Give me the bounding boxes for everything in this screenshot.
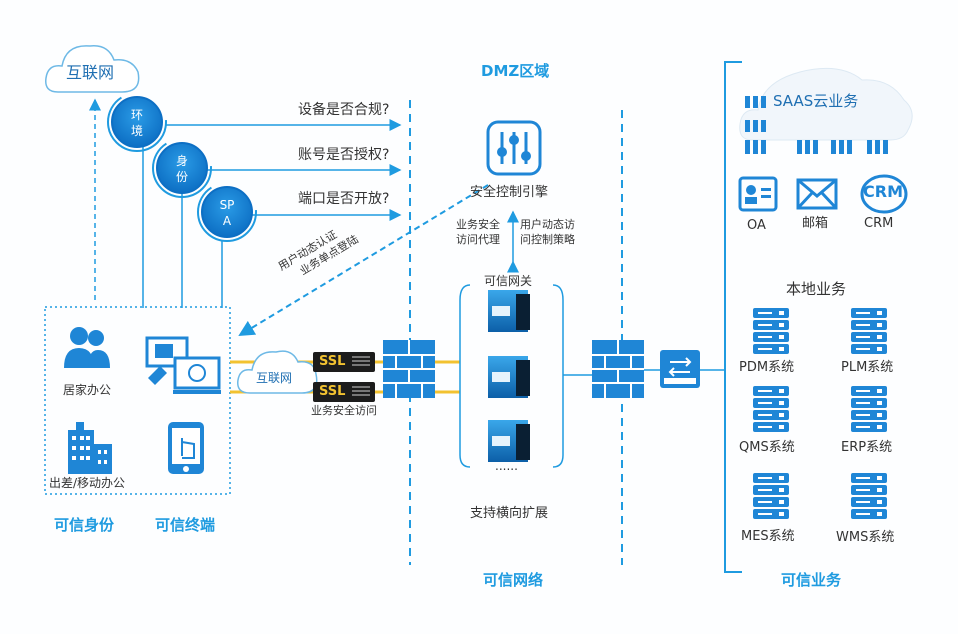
local-system-mes: MES系统: [741, 529, 795, 544]
question-port: 端口是否开放?: [298, 191, 390, 207]
question-account: 账号是否授权?: [298, 147, 390, 163]
local-system-erp: ERP系统: [841, 440, 893, 455]
gateway-cluster: [459, 284, 564, 468]
trusted-network-label: 可信网络: [483, 571, 544, 589]
proxy-label-line1: 业务安全: [456, 218, 500, 231]
ssl-badge-1: SSL: [319, 354, 346, 369]
travel-office-label: 出差/移动办公: [49, 476, 126, 490]
check-arrows: [165, 119, 402, 221]
policy-label-line2: 问控制策略: [520, 232, 575, 246]
local-system-qms: QMS系统: [739, 440, 795, 455]
check-circles: [107, 92, 257, 242]
ssl-badge-2: SSL: [319, 384, 346, 399]
crm-icon-text: CRM: [863, 182, 903, 201]
firewall-left: [383, 340, 435, 398]
user-box: [44, 306, 231, 495]
circle-spa: SP A: [213, 198, 241, 229]
local-title: 本地业务: [786, 280, 847, 298]
oa-icon: [738, 176, 778, 212]
business-bracket: [724, 61, 742, 573]
crm-icon: [860, 174, 908, 214]
saas-server-bars: [745, 96, 888, 154]
local-system-plm: PLM系统: [841, 360, 894, 375]
server-icon-plm: [851, 308, 887, 354]
proxy-label: 业务安全 访问代理: [456, 218, 500, 248]
trusted-terminal-label: 可信终端: [155, 516, 216, 534]
trusted-business-label: 可信业务: [781, 571, 842, 589]
home-office-label: 居家办公: [63, 383, 112, 397]
server-icon-erp: [851, 386, 887, 432]
gateway-more: ......: [495, 459, 518, 473]
internet-cloud-mid: [237, 350, 318, 394]
internet-top-label: 互联网: [66, 63, 115, 82]
circle-spa-line1: SP: [219, 198, 235, 212]
devices-icon: [145, 336, 223, 399]
local-system-pdm: PDM系统: [739, 360, 795, 375]
proxy-label-line2: 访问代理: [456, 232, 500, 246]
saas-title: SAAS云业务: [773, 92, 859, 110]
secure-access-label: 业务安全访问: [311, 404, 377, 417]
zone-dividers: [409, 100, 623, 565]
firewall-right: [592, 340, 644, 398]
circle-environment: 环 境: [125, 108, 149, 139]
dmz-title: DMZ区域: [481, 62, 550, 80]
question-device: 设备是否合规?: [298, 102, 390, 118]
circle-environment-line2: 境: [130, 123, 143, 138]
circle-environment-line1: 环: [130, 108, 143, 122]
policy-label-line1: 用户动态访: [520, 218, 575, 231]
saas-app-oa: OA: [747, 218, 766, 233]
server-icon-qms: [753, 386, 789, 432]
server-icon-mes: [753, 473, 789, 519]
switch-icon: [660, 350, 700, 388]
gateway-devices: [488, 290, 530, 462]
circle-identity-line1: 身: [175, 154, 188, 168]
engine-label: 安全控制引擎: [470, 185, 549, 200]
server-icon-pdm: [753, 308, 789, 354]
circle-identity: 身 份: [170, 154, 194, 185]
circle-spa-line2: A: [222, 213, 232, 228]
building-icon: [66, 420, 114, 477]
scale-label: 支持横向扩展: [470, 506, 549, 521]
saas-app-crm: CRM: [864, 216, 894, 231]
saas-app-mail: 邮箱: [802, 216, 829, 231]
internet-cloud-top: [45, 45, 140, 93]
phone-icon: [166, 420, 206, 479]
policy-label: 用户动态访 问控制策略: [520, 218, 575, 248]
backend-links: [563, 369, 725, 376]
internet-mid-label: 互联网: [256, 371, 293, 385]
circle-connectors: [142, 145, 223, 308]
control-engine-icon: [486, 120, 542, 176]
auth-dashed-arrow: [238, 184, 489, 337]
mail-icon: [796, 178, 838, 210]
saas-cloud: [739, 67, 913, 141]
local-system-wms: WMS系统: [836, 530, 895, 545]
ssl-badges: [313, 352, 375, 402]
local-server-icons: [753, 308, 887, 519]
circle-identity-line2: 份: [175, 169, 188, 184]
trusted-identity-label: 可信身份: [54, 516, 115, 534]
home-office-icon: [62, 324, 112, 373]
server-icon-wms: [851, 473, 887, 519]
gateway-label: 可信网关: [482, 274, 535, 288]
